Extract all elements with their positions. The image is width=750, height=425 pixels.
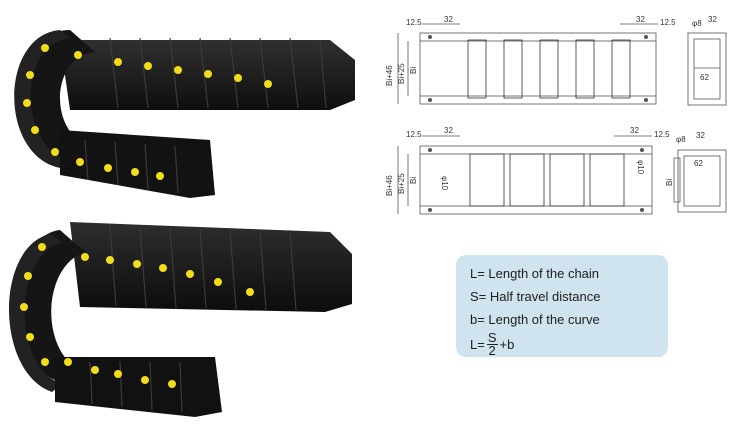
- dim2-left-offset: 12.5: [406, 130, 422, 139]
- dim2-right-pitch: 32: [630, 126, 639, 135]
- formula-suffix: +b: [499, 336, 515, 352]
- side-dim-pitch: 32: [708, 15, 717, 24]
- dim-left-offset: 12.5: [406, 18, 422, 27]
- side-dim-diameter: φ8: [692, 19, 702, 28]
- legend-curve-length: b= Length of the curve: [470, 312, 600, 327]
- length-formula: L= S 2 +b: [470, 331, 654, 357]
- side2-dim-diameter: φ8: [676, 135, 686, 144]
- side2-dim-pitch: 32: [696, 131, 705, 140]
- formula-legend: L= Length of the chain S= Half travel di…: [456, 255, 668, 357]
- dim2-height-outer: Bi+46: [385, 175, 394, 196]
- dim-height-outer: Bi+46: [385, 65, 394, 86]
- side2-dim-width: 62: [694, 159, 703, 168]
- dim-height-mid: Bi+25: [397, 63, 406, 84]
- dim-left-pitch: 32: [444, 15, 453, 24]
- cable-chain-photo-top: [0, 0, 360, 210]
- formula-denominator: 2: [488, 342, 496, 358]
- tech-drawing-top: 12.5 32 32 12.5 Bi+46 Bi+25 Bi φ8: [380, 8, 750, 126]
- dim2-height-mid: Bi+25: [397, 173, 406, 194]
- dim-height-inner: Bi: [409, 67, 418, 74]
- legend-chain-length: L= Length of the chain: [470, 266, 600, 281]
- formula-numerator: S: [486, 329, 498, 345]
- dim2-hole-right: φ10: [636, 160, 645, 175]
- dim2-hole-left: φ10: [440, 176, 449, 191]
- dim-right-pitch: 32: [636, 15, 645, 24]
- dim2-height-inner: Bi: [409, 177, 418, 184]
- dim-right-offset: 12.5: [660, 18, 676, 27]
- legend-half-travel: S= Half travel distance: [470, 289, 601, 304]
- side2-dim-inner: Bi: [665, 179, 674, 186]
- dim2-right-offset: 12.5: [654, 130, 670, 139]
- tech-drawing-bottom: 12.5 32 32 12.5 φ10 φ10 Bi+46 Bi+25 Bi φ…: [380, 124, 750, 224]
- formula-fraction: S 2: [486, 329, 498, 358]
- cable-chain-photo-bottom: [0, 212, 360, 425]
- side-dim-width: 62: [700, 73, 709, 82]
- dim2-left-pitch: 32: [444, 126, 453, 135]
- formula-prefix: L=: [470, 336, 485, 352]
